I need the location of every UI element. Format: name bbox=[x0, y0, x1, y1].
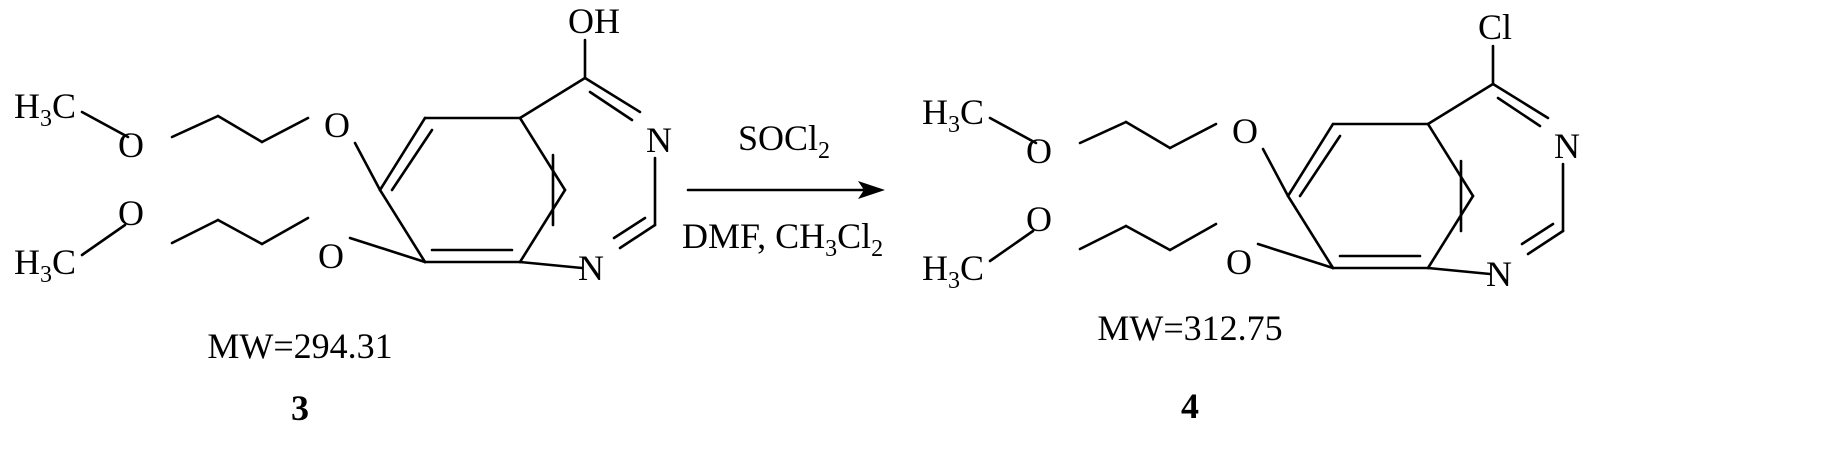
product-methyl-upper-label: H3C bbox=[922, 92, 984, 138]
reactant-o6-label: O bbox=[324, 105, 350, 145]
reactant-n1-label: N bbox=[578, 248, 604, 288]
reactant-molecular-weight: MW=294.31 bbox=[207, 326, 392, 366]
reactant-chain-o-lower-label: O bbox=[118, 193, 144, 233]
reactant-methyl-lower-label: H3C bbox=[14, 242, 76, 288]
product-chloro-label: Cl bbox=[1478, 7, 1512, 47]
reactant-pyrimidine-ring bbox=[520, 40, 655, 268]
product-chain-o-lower-label: O bbox=[1026, 199, 1052, 239]
product-molecular-weight: MW=312.75 bbox=[1097, 308, 1282, 348]
product-n3-label: N bbox=[1554, 126, 1580, 166]
reactant-hydroxyl-label: OH bbox=[568, 1, 620, 41]
reactant-compound-number: 3 bbox=[291, 388, 309, 428]
product-chain-o-upper-label: O bbox=[1026, 131, 1052, 171]
reaction-arrow bbox=[688, 181, 885, 199]
product-methyl-lower-label: H3C bbox=[922, 248, 984, 294]
reactant-benzene-ring bbox=[380, 118, 565, 262]
product-benzene-ring bbox=[1288, 124, 1473, 268]
reactant-o7-label: O bbox=[318, 236, 344, 276]
reactant-methyl-upper-label: H3C bbox=[14, 86, 76, 132]
reagent-solvent: DMF, CH3Cl2 bbox=[682, 216, 883, 262]
reactant-structure: OH N N O O O O H3C H3C bbox=[14, 1, 672, 288]
reactant-n3-label: N bbox=[646, 120, 672, 160]
product-o7-label: O bbox=[1226, 242, 1252, 282]
reactant-chain-o-upper-label: O bbox=[118, 125, 144, 165]
product-compound-number: 4 bbox=[1181, 386, 1199, 426]
product-n1-label: N bbox=[1486, 254, 1512, 294]
product-structure: Cl N N O O O O H3C H3C bbox=[922, 7, 1580, 294]
product-pyrimidine-ring bbox=[1428, 46, 1563, 274]
product-o6-label: O bbox=[1232, 111, 1258, 151]
reagent-thionyl-chloride: SOCl2 bbox=[738, 118, 830, 164]
